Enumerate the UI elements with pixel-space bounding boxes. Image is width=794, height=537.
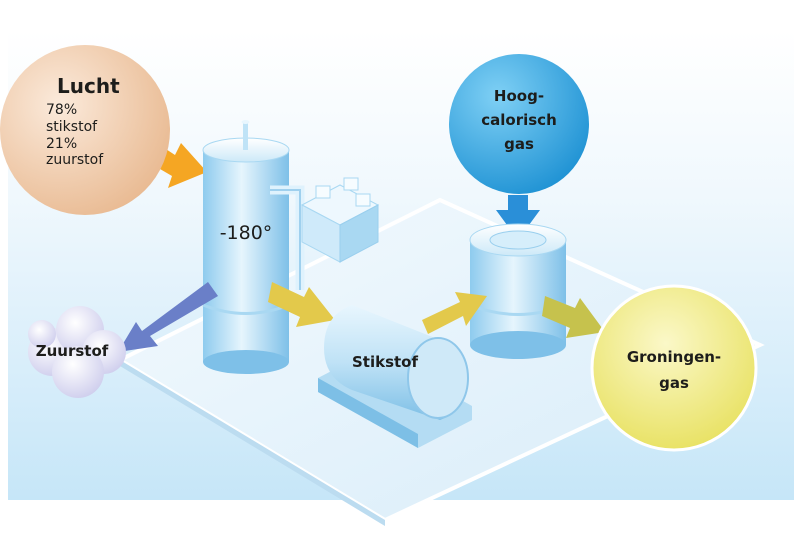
air-composition: 78% stikstof 21% zuurstof	[46, 102, 103, 169]
groningen-line-1: Groningen-	[626, 348, 722, 366]
oxygen-cloud	[28, 306, 126, 398]
blue-arrow	[496, 195, 540, 240]
oxygen-label: Zuurstof	[35, 342, 109, 360]
mixing-station	[469, 223, 567, 359]
yellow-arrow-to-tank	[268, 282, 335, 327]
platform-edge	[120, 360, 385, 526]
groningen-line-2: gas	[659, 373, 689, 392]
air-bubble	[0, 45, 170, 215]
olive-arrow	[542, 296, 605, 338]
column-temperature: -180°	[219, 222, 273, 244]
air-line-4: zuurstof	[46, 152, 104, 169]
groningen-gas-bubble	[590, 284, 758, 452]
high-cal-line-1: Hoog-	[493, 87, 545, 105]
air-title: Lucht	[57, 74, 120, 98]
high-cal-gas-bubble	[449, 54, 589, 194]
nitrogen-label: Stikstof	[351, 353, 419, 371]
high-cal-line-2: calorisch	[481, 111, 557, 129]
yellow-arrow-to-station	[422, 292, 487, 334]
groningen-gas-label: Groningen- gas	[616, 345, 732, 396]
purple-arrow	[118, 282, 218, 352]
high-cal-gas-label: Hoog- calorisch gas	[470, 84, 568, 156]
air-line-3: 21%	[46, 135, 78, 152]
nitrogen-tank	[318, 305, 472, 448]
air-separation-column	[202, 120, 290, 374]
air-line-2: stikstof	[46, 118, 98, 135]
air-line-1: 78%	[46, 102, 78, 118]
valve-block	[300, 177, 380, 263]
high-cal-line-3: gas	[504, 135, 534, 153]
